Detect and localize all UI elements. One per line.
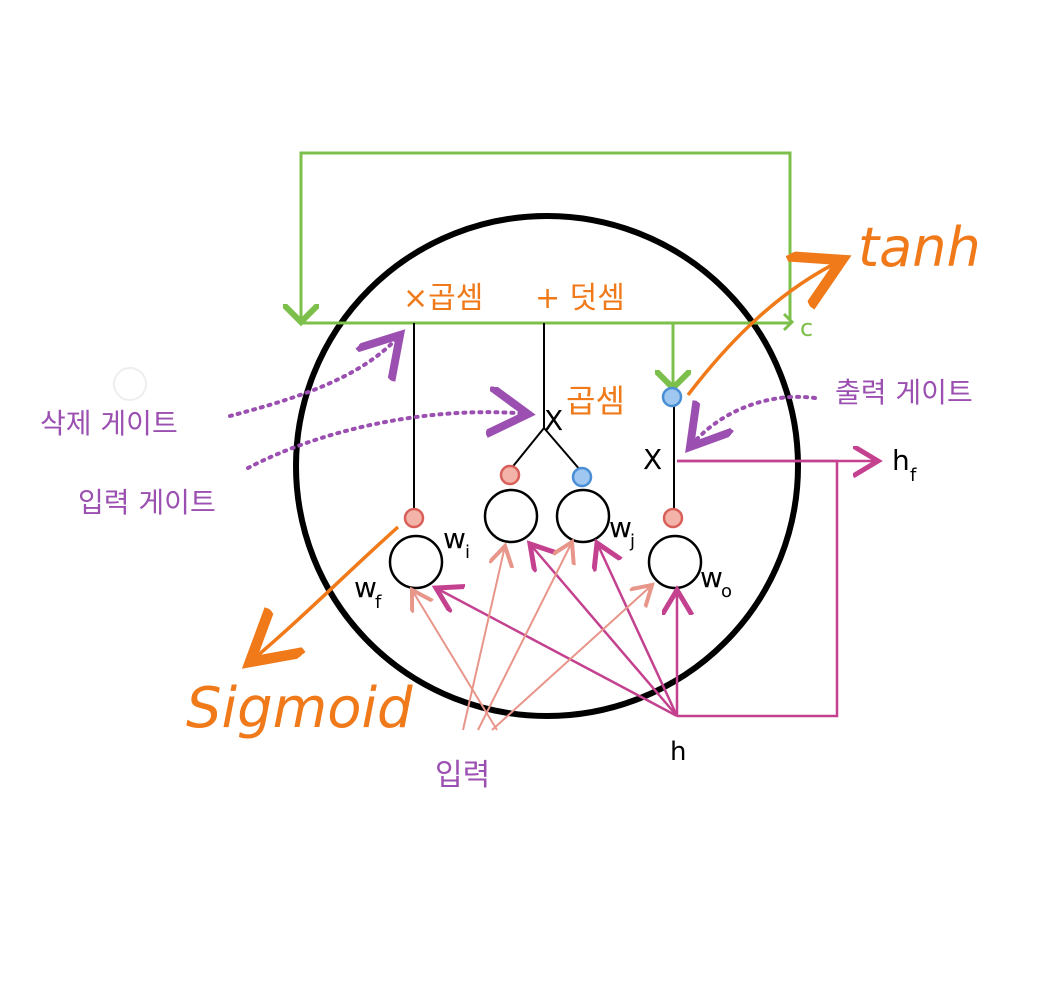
input-arrow-output [491,585,652,731]
w-o-base: w [700,561,723,594]
mul-top-label: ×곱셈 [403,281,483,316]
w-o-label: w o [700,561,732,602]
sigmoid-dot-forget [403,507,425,529]
w-i-label: w i [443,522,470,563]
branch-right [543,427,582,472]
output-gate-label: 출력 게이트 [835,376,973,409]
w-i-sub: i [465,542,470,563]
h-f-label: h f [892,444,917,486]
input-arrow-forget [412,590,498,731]
sigmoid-dot-output [662,507,684,529]
tanh-label: tanh [858,216,981,279]
w-j-base: w [609,511,632,544]
h-arrow-j [597,543,679,717]
input-arrow-j [477,542,572,731]
mul-mid-label: 곱셈 [566,382,625,420]
tanh-dot-cell [661,386,683,408]
node-forget [388,534,444,590]
input-arrow-i [462,546,505,731]
cell-state-label: c [800,314,813,342]
w-f-base: w [354,571,377,604]
h-arrow-forget [436,588,678,718]
input-gate-label: 입력 게이트 [78,486,216,519]
node-output [647,534,703,590]
h-label: h [670,737,686,767]
w-j-sub: j [629,531,635,552]
w-f-sub: f [375,592,382,613]
add-top-label: + 덧셈 [535,281,625,316]
w-j-label: w j [609,511,635,552]
forget-gate-arrow [228,335,400,418]
cell-state-out-arrow [782,312,795,332]
h-f-base: h [892,444,910,477]
sigmoid-label: Sigmoid [186,676,413,741]
input-label: 입력 [435,758,490,793]
forget-gate-label: 삭제 게이트 [40,407,178,440]
h-f-sub: f [910,465,917,486]
faint-circle [113,367,147,401]
w-f-label: w f [354,571,382,613]
cell-state-loop [301,151,792,322]
input-gate-arrow [246,412,528,470]
tanh-dot-j [571,466,593,488]
w-i-base: w [443,522,466,555]
node-input-j [555,488,611,544]
x-right-label: X [643,443,662,476]
output-gate-arrow [690,394,817,447]
branch-left [509,427,545,471]
cell-circle [293,213,801,719]
w-o-sub: o [721,581,732,602]
x-mid-label: X [544,404,563,437]
sigmoid-arrow [250,525,400,662]
sigmoid-dot-i [499,464,521,486]
node-input-i [483,488,539,544]
tanh-arrow [686,260,842,397]
